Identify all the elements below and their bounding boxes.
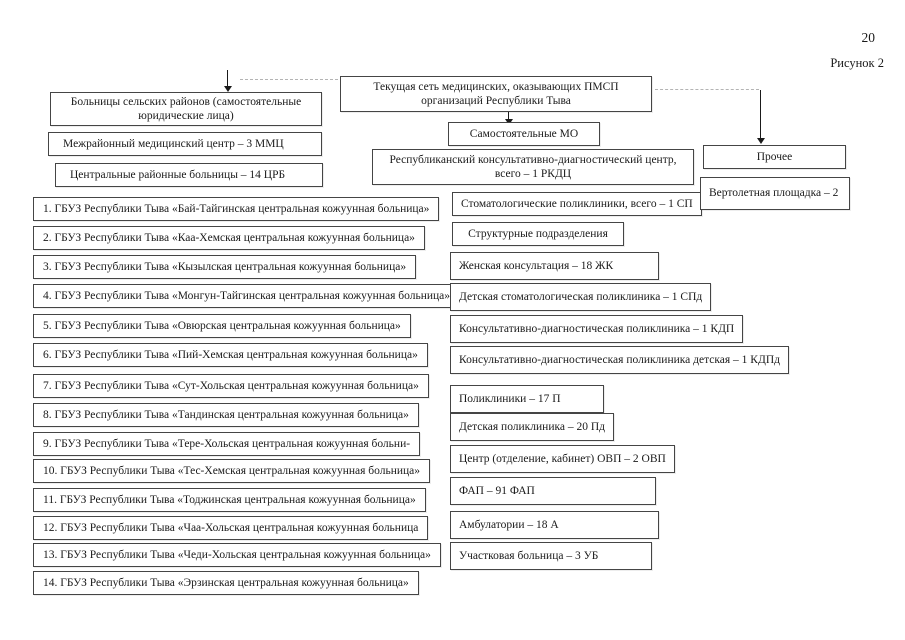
- hospital-item: 3. ГБУЗ Республики Тыва «Кызылская центр…: [33, 255, 417, 279]
- hospital-item: 9. ГБУЗ Республики Тыва «Тере-Хольская ц…: [33, 432, 421, 456]
- structural-unit-item: Детская поликлиника – 20 Пд: [450, 413, 615, 441]
- structural-unit-item: Амбулатории – 18 А: [450, 511, 659, 539]
- other-node: Прочее: [703, 145, 846, 169]
- independent-mo-node: Самостоятельные МО: [448, 122, 600, 146]
- rkdc-node: Республиканский консультативно-диагности…: [372, 149, 694, 185]
- hospital-item: 7. ГБУЗ Республики Тыва «Сут-Хольская це…: [33, 374, 429, 398]
- rural-hospitals-node: Больницы сельских районов (самостоятельн…: [50, 92, 322, 126]
- hospital-item: 5. ГБУЗ Республики Тыва «Овюрская центра…: [33, 314, 411, 338]
- central-district-hospitals-node: Центральные районные больницы – 14 ЦРБ: [55, 163, 323, 187]
- hospital-item: 6. ГБУЗ Республики Тыва «Пий-Хемская цен…: [33, 343, 428, 367]
- hospital-item: 1. ГБУЗ Республики Тыва «Бай-Тайгинская …: [33, 197, 440, 221]
- page-number: 20: [861, 30, 876, 45]
- structural-unit-item: Консультативно-диагностическая поликлини…: [450, 346, 789, 374]
- structural-unit-item: Консультативно-диагностическая поликлини…: [450, 315, 744, 343]
- structural-units-node: Структурные подразделения: [452, 222, 624, 246]
- down-arrow-right-branch-icon: [757, 90, 765, 144]
- interdistrict-medical-center-node: Межрайонный медицинский центр – 3 ММЦ: [48, 132, 322, 156]
- structural-unit-item: Детская стоматологическая поликлиника – …: [450, 283, 712, 311]
- down-arrow-left-branch-icon: [224, 70, 232, 92]
- hospital-item: 10. ГБУЗ Республики Тыва «Тес-Хемская це…: [33, 459, 431, 483]
- structural-unit-item: Участковая больница – 3 УБ: [450, 542, 652, 570]
- hospital-item: 14. ГБУЗ Республики Тыва «Эрзинская цент…: [33, 571, 419, 595]
- hospital-item: 2. ГБУЗ Республики Тыва «Каа-Хемская цен…: [33, 226, 425, 250]
- down-arrow-center-branch-icon: [505, 111, 513, 125]
- structural-unit-item: Женская консультация – 18 ЖК: [450, 252, 659, 280]
- hospital-item: 8. ГБУЗ Республики Тыва «Тандинская цент…: [33, 403, 419, 427]
- hospital-item: 4. ГБУЗ Республики Тыва «Монгун-Тайгинск…: [33, 284, 461, 308]
- hospital-item: 11. ГБУЗ Республики Тыва «Тоджинская цен…: [33, 488, 426, 512]
- structural-unit-item: Поликлиники – 17 П: [450, 385, 604, 413]
- stomatology-clinics-node: Стоматологические поликлиники, всего – 1…: [452, 192, 702, 216]
- figure-label: Рисунок 2: [830, 56, 884, 70]
- heliport-node: Вертолетная площадка – 2: [700, 177, 850, 210]
- hospital-item: 12. ГБУЗ Республики Тыва «Чаа-Хольская ц…: [33, 516, 429, 540]
- connector-dashed-right: [655, 89, 759, 90]
- hospital-item: 13. ГБУЗ Республики Тыва «Чеди-Хольская …: [33, 543, 441, 567]
- root-node: Текущая сеть медицинских, оказывающих ПМ…: [340, 76, 652, 112]
- connector-dashed-left: [240, 79, 338, 80]
- structural-unit-item: ФАП – 91 ФАП: [450, 477, 656, 505]
- structural-unit-item: Центр (отделение, кабинет) ОВП – 2 ОВП: [450, 445, 675, 473]
